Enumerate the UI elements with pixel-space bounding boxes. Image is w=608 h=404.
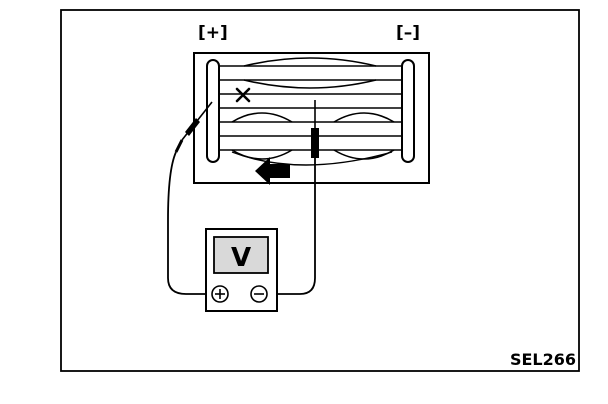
- negative-terminal-label: [–]: [396, 23, 420, 43]
- negative-lead-wire: [268, 158, 316, 295]
- direction-arrow-icon: [255, 157, 290, 185]
- positive-terminal-bar: [206, 59, 220, 163]
- negative-probe: [311, 100, 319, 158]
- positive-jack-symbol: [215, 289, 225, 299]
- voltmeter-symbol: V: [231, 243, 251, 273]
- voltmeter-display: [213, 236, 269, 274]
- component-housing: [193, 52, 430, 184]
- upper-plates: [218, 57, 406, 109]
- figure-code: SEL266: [510, 350, 576, 369]
- positive-terminal-label: [+]: [198, 23, 228, 43]
- positive-lead-wire: [167, 151, 210, 295]
- negative-terminal-bar: [401, 59, 415, 163]
- positive-probe: [174, 101, 213, 153]
- figure-frame: [60, 9, 580, 372]
- lower-bulge: [231, 151, 393, 166]
- cross-mark-icon: [235, 87, 251, 103]
